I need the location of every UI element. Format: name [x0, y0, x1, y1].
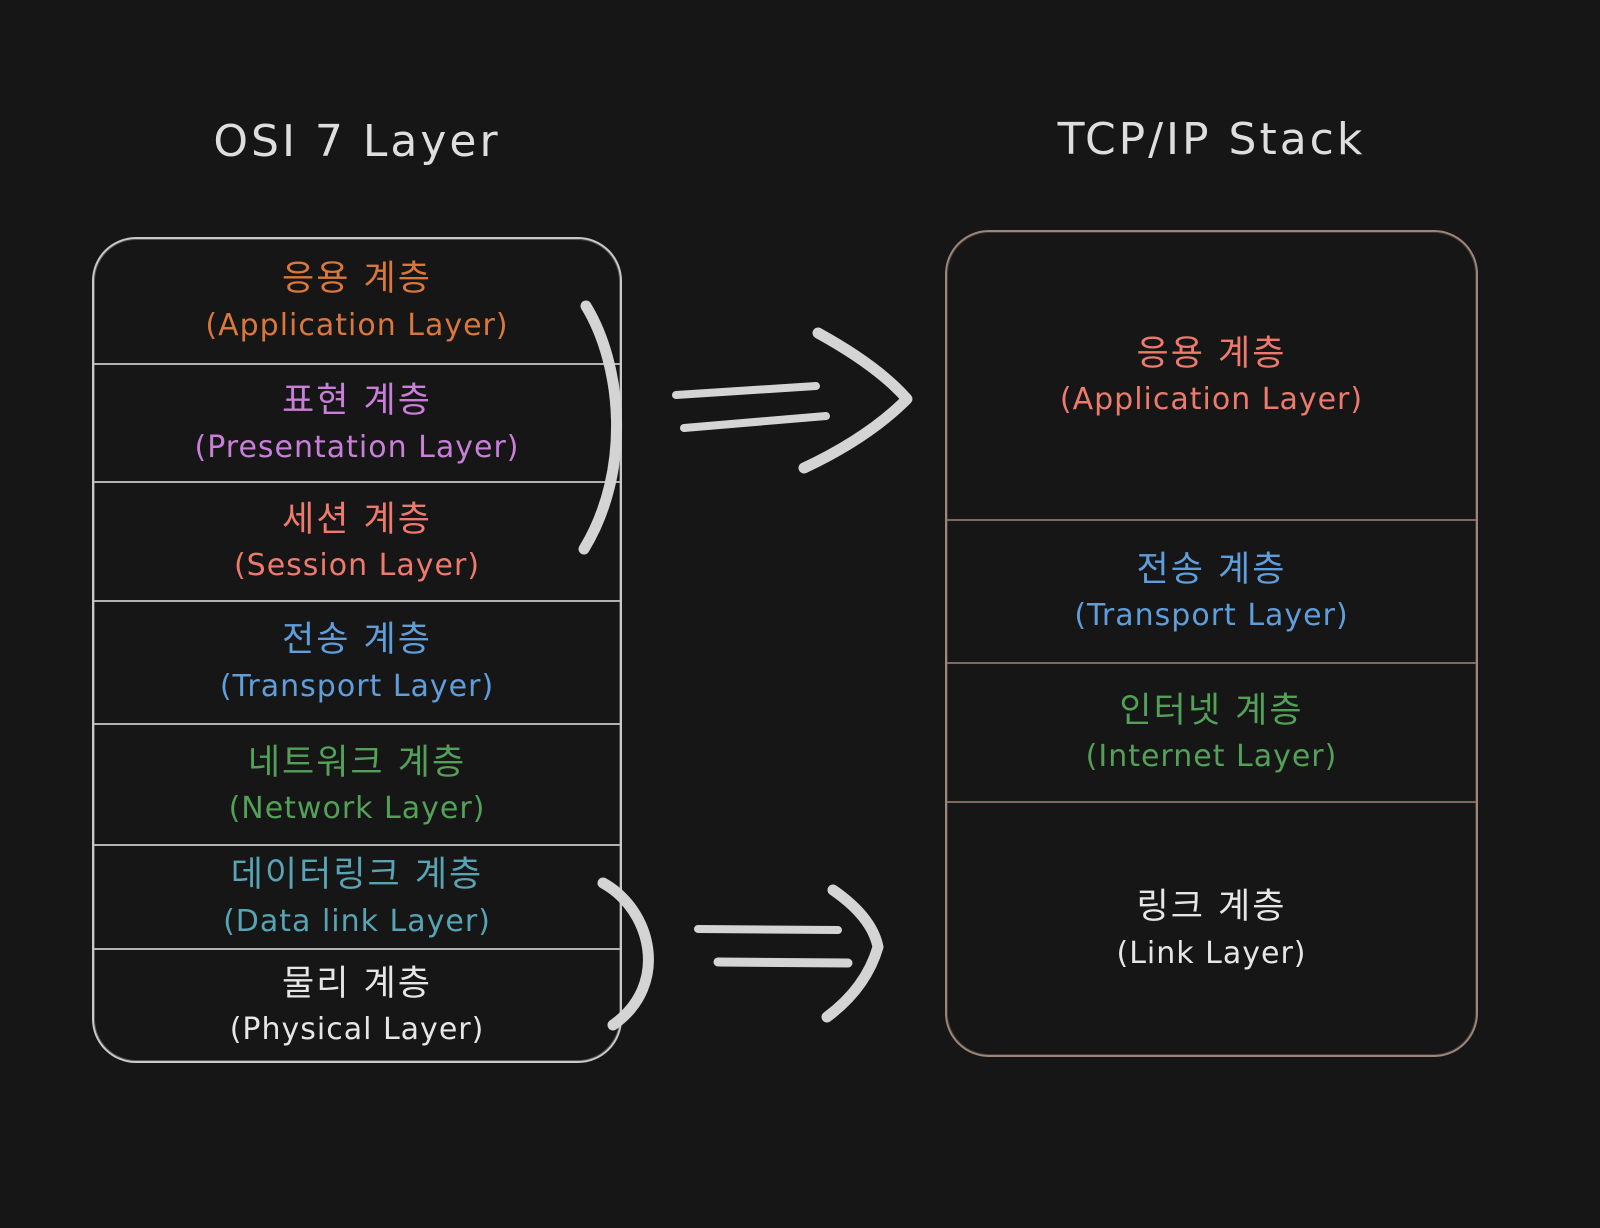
osi-layer-stack-box: 응용 계층 (Application Layer) 표현 계층 (Present… [92, 237, 622, 1063]
osi-layer-row-3: 세션 계층 (Session Layer) [94, 481, 620, 600]
layer-english-label: (Transport Layer) [219, 668, 495, 704]
tcpip-layer-row-1: 응용 계층 (Application Layer) [947, 232, 1476, 519]
tcpip-layer-row-3: 인터넷 계층 (Internet Layer) [947, 662, 1476, 801]
layer-korean-label: 응용 계층 [1136, 333, 1287, 374]
layer-english-label: (Physical Layer) [229, 1012, 485, 1048]
layer-english-label: (Network Layer) [228, 791, 486, 827]
osi-layer-row-6: 데이터링크 계층 (Data link Layer) [94, 843, 620, 949]
layer-korean-label: 링크 계층 [1136, 887, 1287, 928]
layer-english-label: (Application Layer) [1059, 382, 1364, 418]
layer-english-label: (Data link Layer) [223, 903, 491, 939]
layer-korean-label: 전송 계층 [1136, 549, 1287, 590]
layer-korean-label: 세션 계층 [282, 499, 432, 540]
osi-layer-row-2: 표현 계층 (Presentation Layer) [94, 362, 620, 482]
osi-layer-row-5: 네트워크 계층 (Network Layer) [94, 722, 620, 844]
layer-english-label: (Application Layer) [205, 307, 509, 343]
osi-layer-row-7: 물리 계층 (Physical Layer) [94, 948, 620, 1061]
tcpip-layer-stack-box: 응용 계층 (Application Layer) 전송 계층 (Transpo… [945, 230, 1478, 1057]
top-mapping-double-arrow-right-icon [672, 327, 913, 474]
layer-english-label: (Transport Layer) [1074, 598, 1349, 634]
layer-korean-label: 전송 계층 [282, 620, 432, 661]
layer-english-label: (Link Layer) [1116, 935, 1307, 971]
layer-korean-label: 물리 계층 [282, 963, 432, 1004]
osi-layer-row-1: 응용 계층 (Application Layer) [94, 239, 620, 363]
layer-english-label: (Session Layer) [233, 548, 481, 584]
layer-korean-label: 응용 계층 [282, 259, 432, 300]
layer-korean-label: 표현 계층 [282, 381, 432, 422]
bottom-mapping-double-arrow-right-icon [694, 884, 884, 1023]
layer-korean-label: 인터넷 계층 [1119, 690, 1304, 731]
tcpip-layer-row-2: 전송 계층 (Transport Layer) [947, 518, 1476, 662]
tcpip-layer-row-4: 링크 계층 (Link Layer) [947, 801, 1476, 1055]
layer-korean-label: 데이터링크 계층 [230, 855, 484, 896]
layer-english-label: (Presentation Layer) [194, 429, 520, 465]
tcpip-panel-title: TCP/IP Stack [1057, 114, 1366, 165]
osi-layer-row-4: 전송 계층 (Transport Layer) [94, 599, 620, 723]
osi-panel-title: OSI 7 Layer [213, 116, 501, 167]
layer-english-label: (Internet Layer) [1085, 739, 1338, 775]
layer-korean-label: 네트워크 계층 [247, 742, 467, 783]
